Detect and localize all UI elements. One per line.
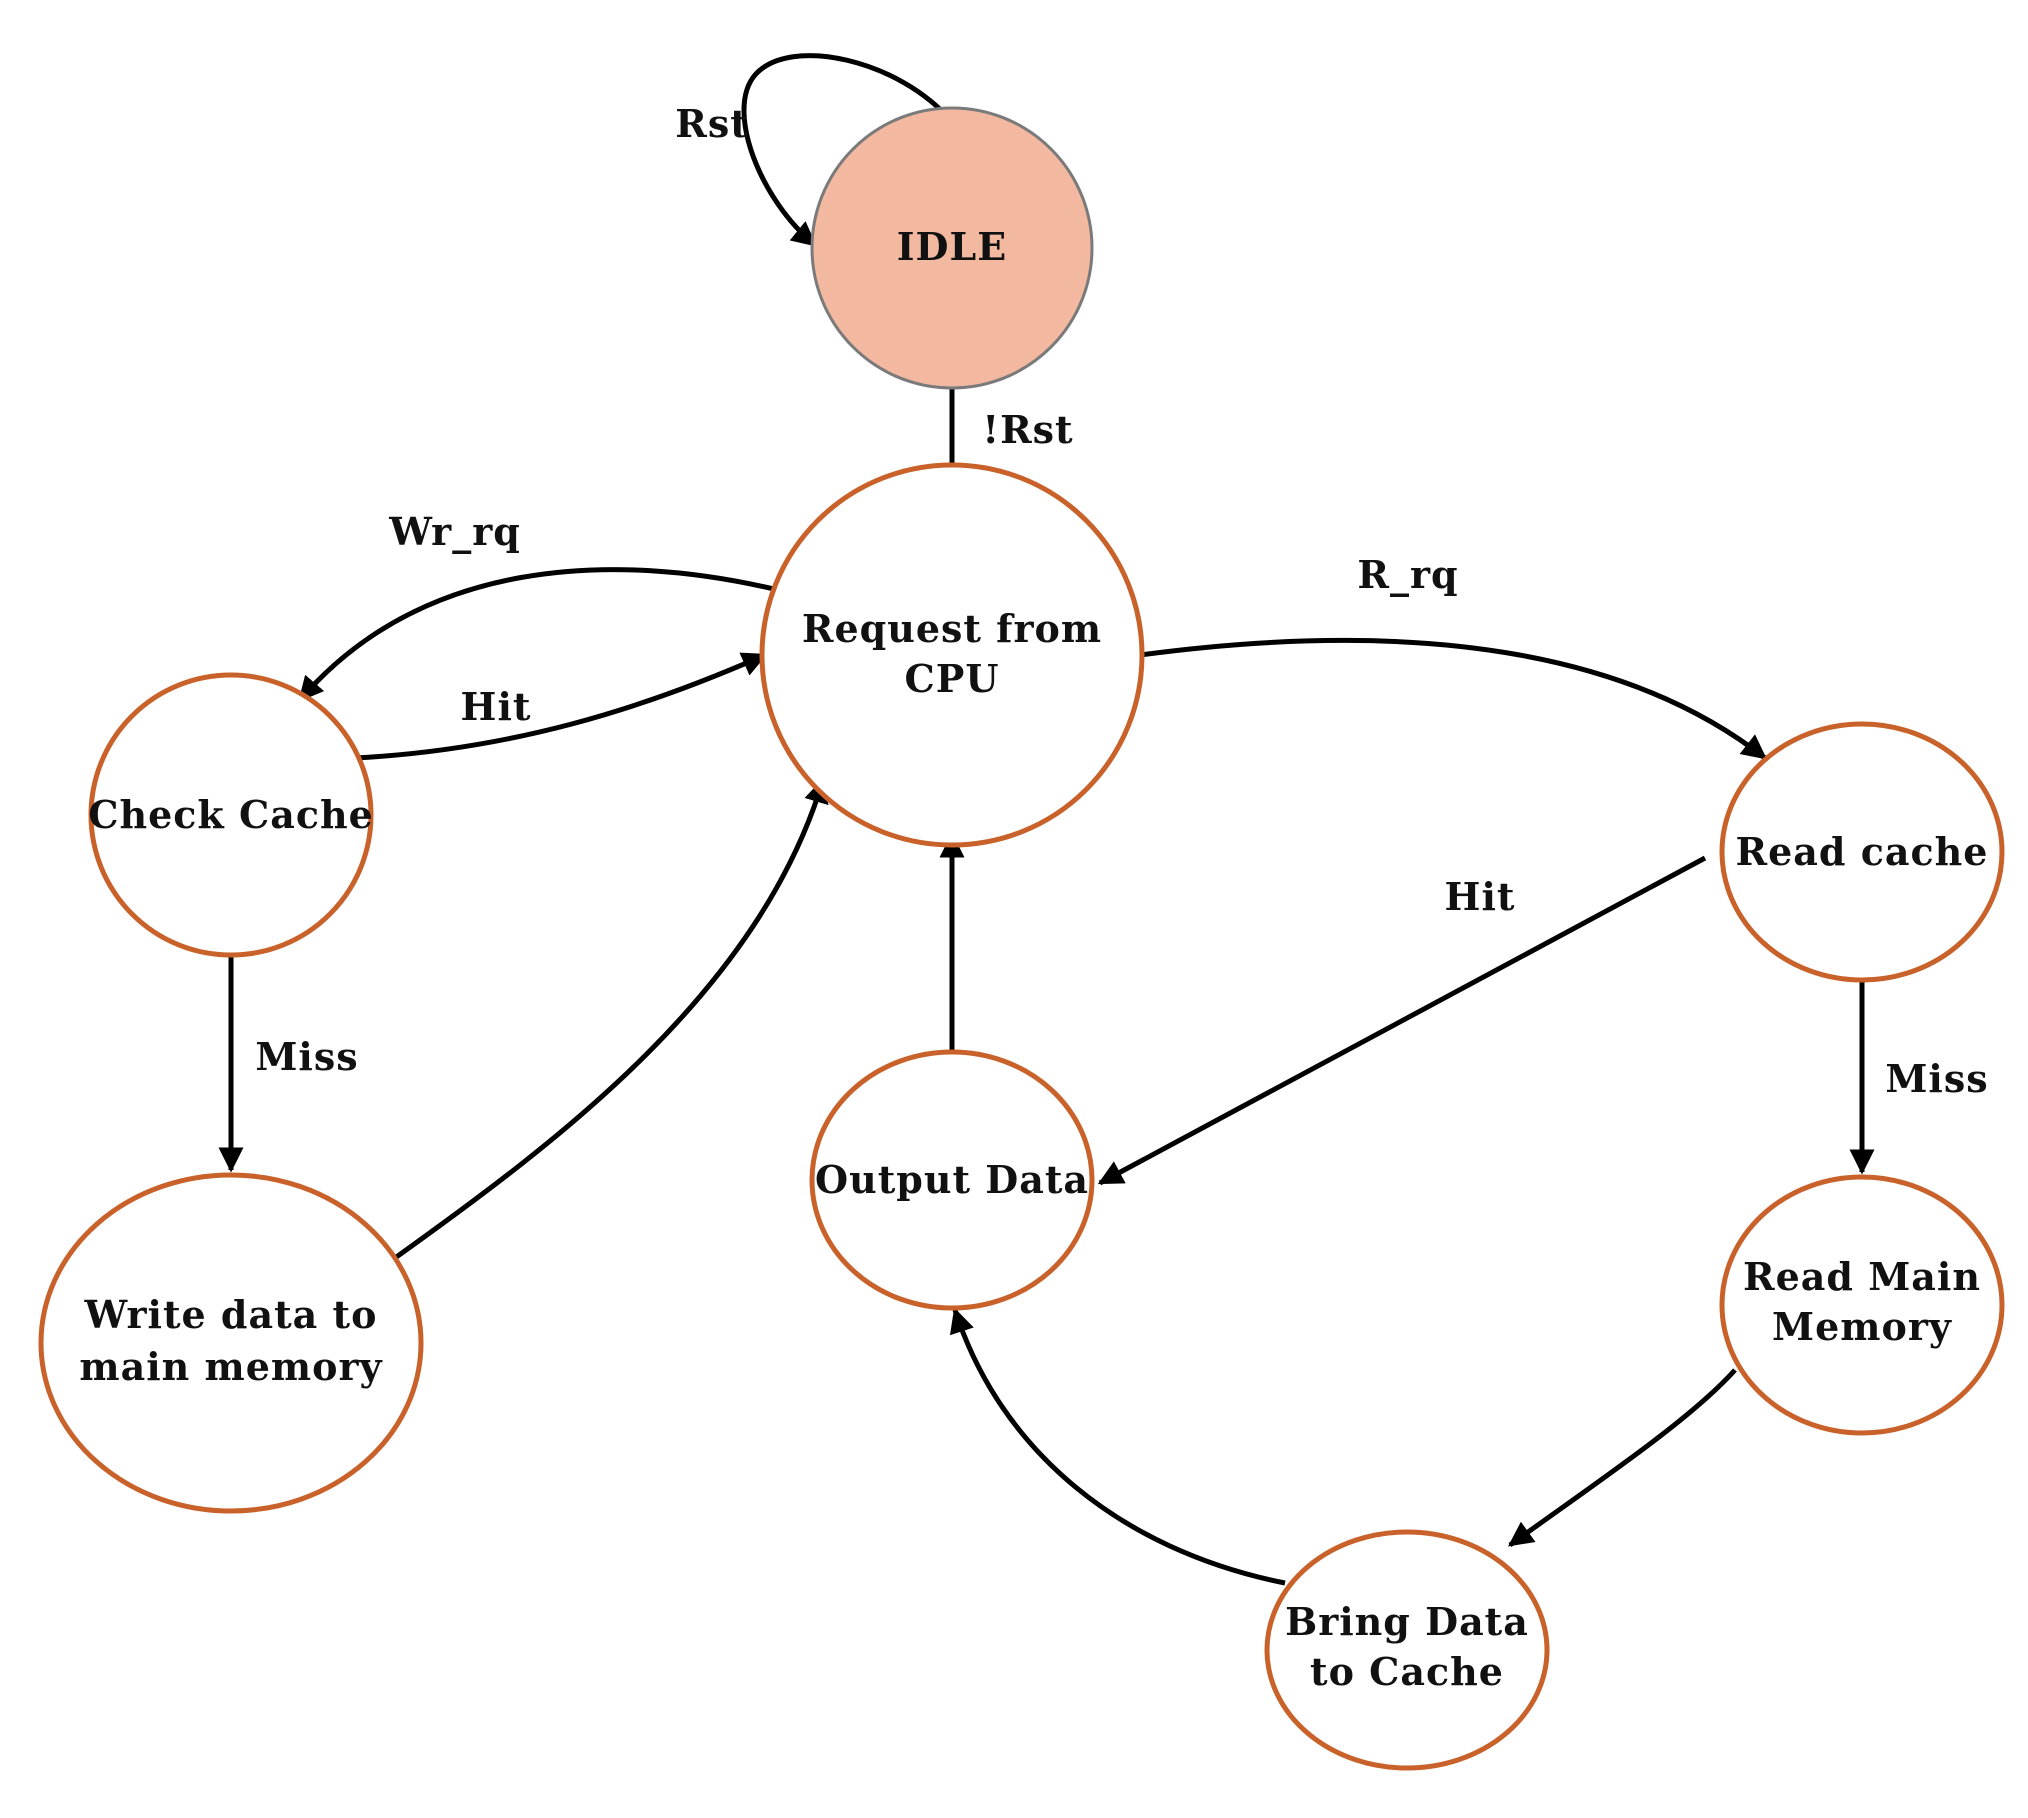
edge-label-r-rq: R_rq (1357, 552, 1458, 597)
edge-label-miss-read: Miss (1885, 1056, 1988, 1101)
edge-wr-rq (298, 567, 779, 702)
state-bring-label-line1: Bring Data (1285, 1599, 1529, 1644)
state-output-data-label: Output Data (815, 1157, 1089, 1202)
edge-label-wr-rq: Wr_rq (388, 509, 521, 554)
state-bring-data-to-cache: Bring Data to Cache (1264, 1529, 1550, 1771)
state-request-label-line2: CPU (905, 656, 1000, 701)
state-write-data: Write data to main memory (38, 1172, 424, 1514)
state-read-cache: Read cache (1719, 721, 2005, 983)
state-read-main-label-line1: Read Main (1743, 1254, 1981, 1299)
state-output-data: Output Data (809, 1049, 1095, 1311)
state-read-cache-label: Read cache (1736, 829, 1989, 874)
state-write-label-line2: main memory (79, 1344, 382, 1389)
edge-label-miss-write: Miss (255, 1034, 358, 1079)
edge-hit-write (354, 652, 768, 761)
edge-r-rq (1139, 637, 1767, 760)
state-request-from-cpu: Request from CPU (759, 462, 1145, 848)
state-write-label-line1: Write data to (84, 1292, 378, 1337)
edge-label-not-rst: !Rst (982, 407, 1073, 452)
edge-hit-read (1097, 855, 1707, 1186)
edge-label-hit-write: Hit (461, 684, 532, 729)
edge-write-to-request (393, 777, 829, 1261)
edge-label-rst: Rst (675, 101, 749, 146)
edge-bring-to-output (949, 1307, 1286, 1586)
state-idle-label: IDLE (897, 224, 1007, 269)
state-request-label-line1: Request from (802, 606, 1102, 651)
state-bring-label-line2: to Cache (1310, 1649, 1504, 1694)
state-check-cache: Check Cache (88, 672, 374, 958)
edge-label-hit-read: Hit (1445, 874, 1516, 919)
state-read-main-label-line2: Memory (1772, 1304, 1952, 1349)
state-read-main-memory: Read Main Memory (1719, 1174, 2005, 1436)
state-check-cache-label: Check Cache (88, 792, 374, 837)
edge-read-main-to-bring (1507, 1368, 1737, 1548)
edge-rst-self-loop (741, 53, 954, 247)
state-idle: IDLE (810, 106, 1094, 390)
